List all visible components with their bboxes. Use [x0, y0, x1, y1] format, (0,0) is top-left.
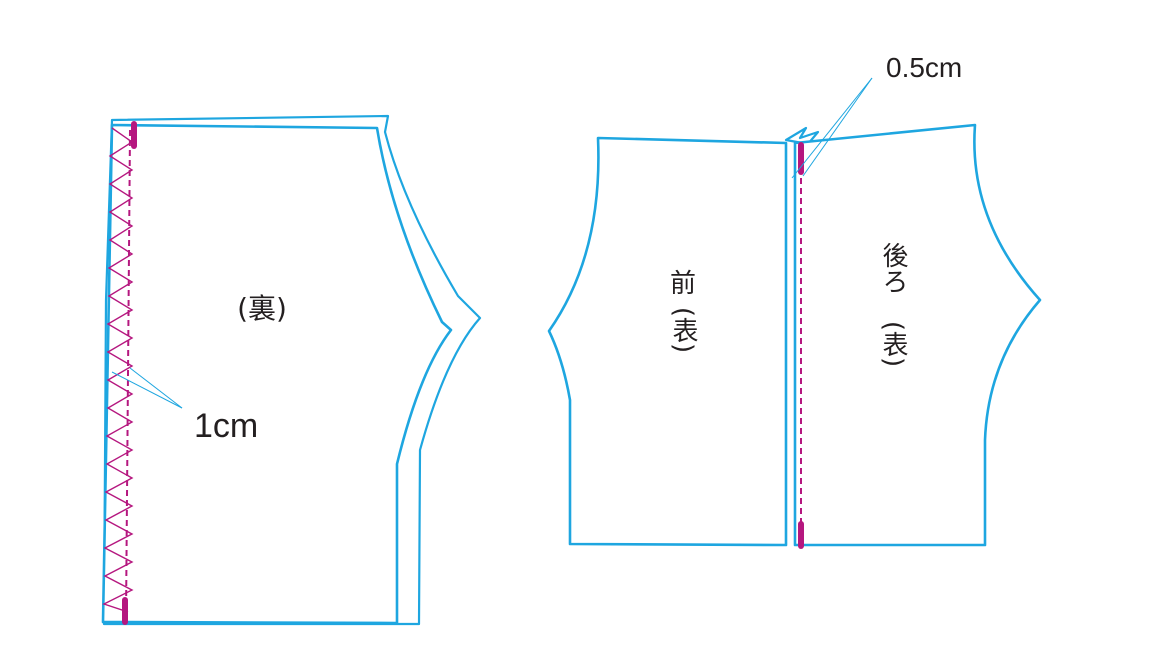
- left-panel-front-layer: [101, 123, 453, 625]
- stitch-offset-leader-1: [791, 77, 873, 179]
- front-char-label: 前: [670, 269, 696, 299]
- seam-allowance-leader-1: [111, 371, 183, 409]
- back-piece: [793, 123, 1042, 547]
- front-face-label: (表): [668, 307, 698, 353]
- back-chars-label: 後ろ: [878, 242, 908, 294]
- left-panel-label: (裏): [237, 292, 287, 325]
- back-face-label: (表): [878, 321, 908, 367]
- front-piece: [547, 136, 788, 547]
- stitch-offset-label: 0.5cm: [886, 52, 962, 83]
- left-panel: (裏) 1cm: [101, 114, 482, 626]
- left-seam-line: [125, 129, 131, 619]
- seam-allowance-leader-2: [129, 367, 183, 409]
- seam-allowance-label: 1cm: [194, 407, 258, 445]
- overlock-zigzag: [102, 127, 134, 613]
- right-panels: 0.5cm 前 (表) 後ろ (表): [547, 52, 1042, 549]
- stitch-offset-leader-2: [802, 77, 873, 177]
